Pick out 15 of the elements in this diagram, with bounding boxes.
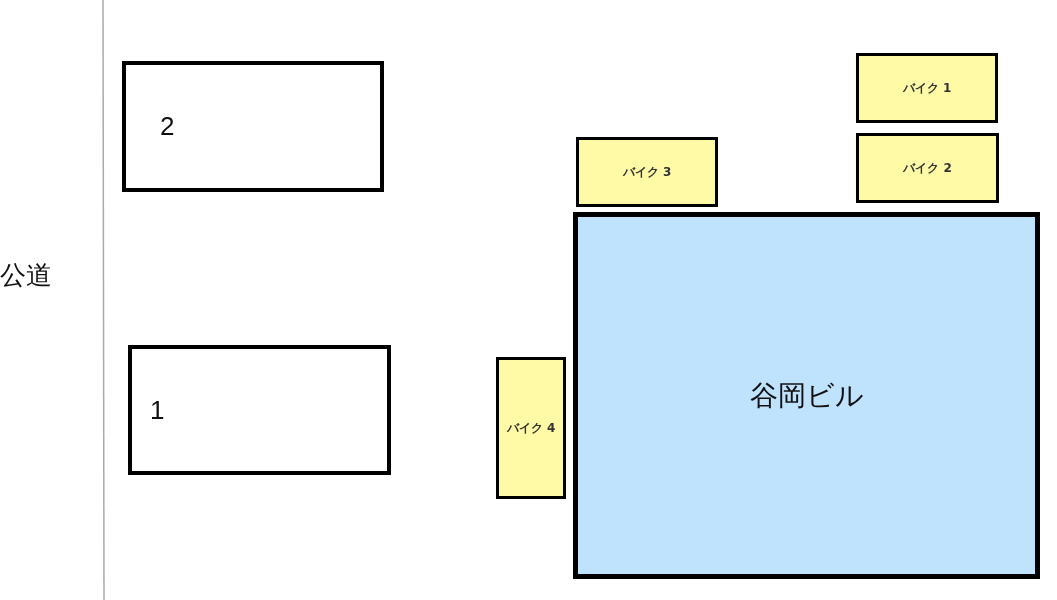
space-number: 2 [160, 111, 175, 142]
road-label: 公道 [0, 259, 52, 292]
space-label: バイク 1 [901, 81, 953, 95]
parking-space [128, 345, 391, 475]
building-name: 谷岡ビル [749, 377, 864, 414]
space-number: 1 [150, 394, 165, 426]
bike-parking-space [856, 53, 998, 123]
space-label: バイク 4 [505, 421, 557, 435]
space-label: バイク 3 [621, 165, 673, 179]
building [573, 212, 1040, 579]
space-label: バイク 2 [902, 161, 953, 175]
bike-parking-space [496, 357, 566, 499]
bike-parking-space [856, 133, 999, 203]
bike-parking-space [576, 137, 718, 207]
parking-space [122, 61, 384, 192]
